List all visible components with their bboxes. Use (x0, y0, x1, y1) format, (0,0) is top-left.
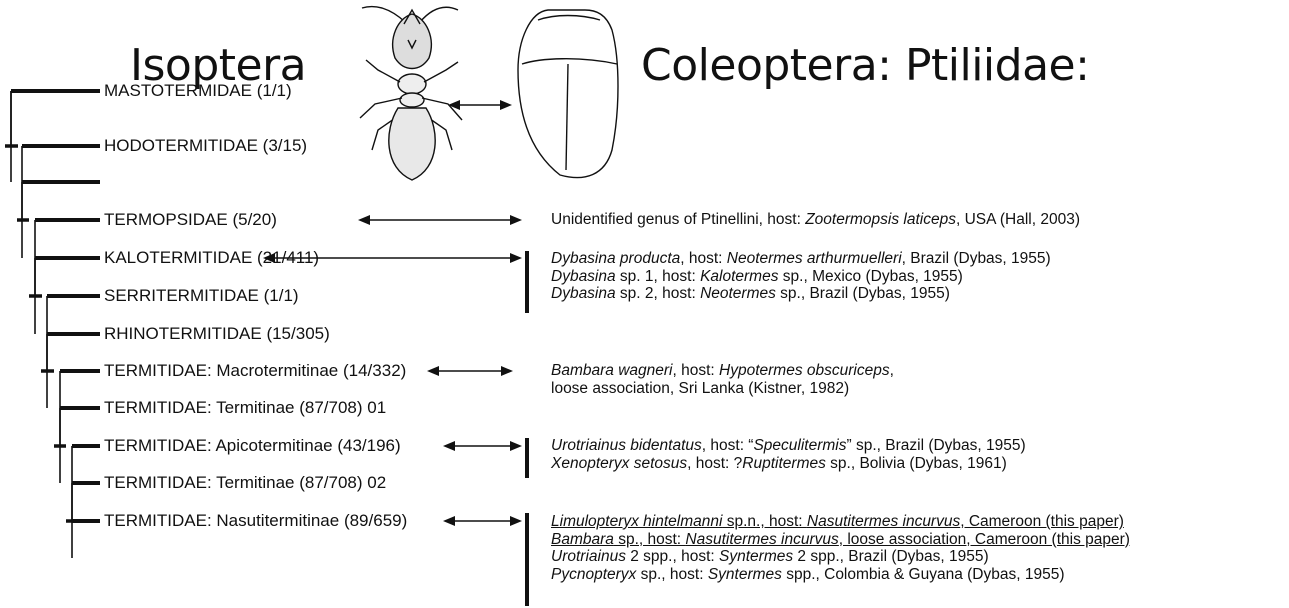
taxon-label: KALOTERMITIDAE (21/411) (104, 248, 319, 268)
association-text-run: , host: (672, 362, 719, 379)
taxon-label: MASTOTERMIDAE (1/1) (104, 81, 292, 101)
association-text-run: sp., host: (614, 531, 686, 548)
association-text-run: Urotriainus (551, 548, 626, 565)
association-text-run: Dybasina (551, 285, 616, 302)
association-text-run: , loose association, Cameroon (this pape… (839, 531, 1130, 548)
association-text-run: loose association, Sri Lanka (Kistner, 1… (551, 380, 849, 397)
association-text-run: Limulopteryx hintelmanni (551, 513, 722, 530)
association-text-run: Dybasina (551, 268, 616, 285)
association-termopsidae: Unidentified genus of Ptinellini, host: … (551, 211, 1080, 229)
association-line: Bambara sp., host: Nasutitermes incurvus… (551, 531, 1130, 549)
association-text-run: Neotermes (700, 285, 776, 302)
association-text-run: sp., Brazil (Dybas, 1955) (776, 285, 950, 302)
taxon-label: TERMOPSIDAE (5/20) (104, 210, 277, 230)
taxon-label: TERMITIDAE: Macrotermitinae (14/332) (104, 361, 406, 381)
association-text-run: Nasutitermes incurvus (685, 531, 838, 548)
association-kalotermitidae: Dybasina producta, host: Neotermes arthu… (551, 250, 1051, 303)
association-line: Dybasina sp. 1, host: Kalotermes sp., Me… (551, 268, 1051, 286)
association-line: Pycnopteryx sp., host: Syntermes spp., C… (551, 566, 1130, 584)
taxon-label: TERMITIDAE: Termitinae (87/708) 01 (104, 398, 386, 418)
association-text-run: Neotermes arthurmuelleri (727, 250, 902, 267)
association-text-run: sp. 2, host: (616, 285, 700, 302)
association-text-run: sp., Bolivia (Dybas, 1961) (826, 455, 1007, 472)
association-text-run: Pycnopteryx (551, 566, 636, 583)
association-text-run: , Brazil (Dybas, 1955) (902, 250, 1051, 267)
association-text-run: Hypotermes obscuriceps (719, 362, 890, 379)
association-text-run: 2 spp., Brazil (Dybas, 1955) (793, 548, 989, 565)
ptiliid-beetle-illustration (518, 10, 618, 178)
association-text-run: sp. 1, host: (616, 268, 700, 285)
association-line: loose association, Sri Lanka (Kistner, 1… (551, 380, 894, 398)
association-line: Dybasina sp. 2, host: Neotermes sp., Bra… (551, 285, 1051, 303)
association-text-run: sp.n., host: (722, 513, 806, 530)
association-text-run: Dybasina producta (551, 250, 680, 267)
association-macrotermitinae: Bambara wagneri, host: Hypotermes obscur… (551, 362, 894, 397)
association-text-run: ” sp., Brazil (Dybas, 1955) (847, 437, 1026, 454)
association-text-run: Bambara wagneri (551, 362, 672, 379)
association-line: Limulopteryx hintelmanni sp.n., host: Na… (551, 513, 1130, 531)
association-text-run: Syntermes (708, 566, 782, 583)
association-apicotermitinae: Urotriainus bidentatus, host: “Speculite… (551, 437, 1026, 472)
taxon-label: TERMITIDAE: Nasutitermitinae (89/659) (104, 511, 407, 531)
association-text-run: Speculitermis (753, 437, 846, 454)
association-text-run: , Cameroon (this paper) (960, 513, 1124, 530)
association-text-run: Zootermopsis laticeps (805, 211, 956, 228)
taxon-label: TERMITIDAE: Apicotermitinae (43/196) (104, 436, 401, 456)
association-nasutitermitinae: Limulopteryx hintelmanni sp.n., host: Na… (551, 513, 1130, 583)
association-text-run: 2 spp., host: (626, 548, 719, 565)
association-text-run: Syntermes (719, 548, 793, 565)
association-text-run: sp., Mexico (Dybas, 1955) (778, 268, 962, 285)
association-text-run: Bambara (551, 531, 614, 548)
association-text-run: Urotriainus bidentatus (551, 437, 702, 454)
association-text-run: Unidentified genus of Ptinellini, host: (551, 211, 805, 228)
taxon-label: TERMITIDAE: Termitinae (87/708) 02 (104, 473, 386, 493)
association-line: Urotriainus 2 spp., host: Syntermes 2 sp… (551, 548, 1130, 566)
termite-illustration (360, 7, 462, 180)
association-text-run: , host: “ (702, 437, 754, 454)
association-line: Unidentified genus of Ptinellini, host: … (551, 211, 1080, 229)
association-text-run: sp., host: (636, 566, 708, 583)
association-text-run: , host: (680, 250, 727, 267)
association-text-run: Kalotermes (700, 268, 778, 285)
taxon-label: HODOTERMITIDAE (3/15) (104, 136, 307, 156)
taxon-label: RHINOTERMITIDAE (15/305) (104, 324, 330, 344)
association-text-run: Ruptitermes (742, 455, 826, 472)
taxon-label: SERRITERMITIDAE (1/1) (104, 286, 299, 306)
association-text-run: , host: ? (687, 455, 742, 472)
association-line: Xenopteryx setosus, host: ?Ruptitermes s… (551, 455, 1026, 473)
association-text-run: , (890, 362, 894, 379)
association-text-run: Xenopteryx setosus (551, 455, 687, 472)
association-line: Bambara wagneri, host: Hypotermes obscur… (551, 362, 894, 380)
association-text-run: spp., Colombia & Guyana (Dybas, 1955) (782, 566, 1065, 583)
association-text-run: , USA (Hall, 2003) (956, 211, 1080, 228)
association-text-run: Nasutitermes incurvus (807, 513, 960, 530)
association-line: Dybasina producta, host: Neotermes arthu… (551, 250, 1051, 268)
association-line: Urotriainus bidentatus, host: “Speculite… (551, 437, 1026, 455)
